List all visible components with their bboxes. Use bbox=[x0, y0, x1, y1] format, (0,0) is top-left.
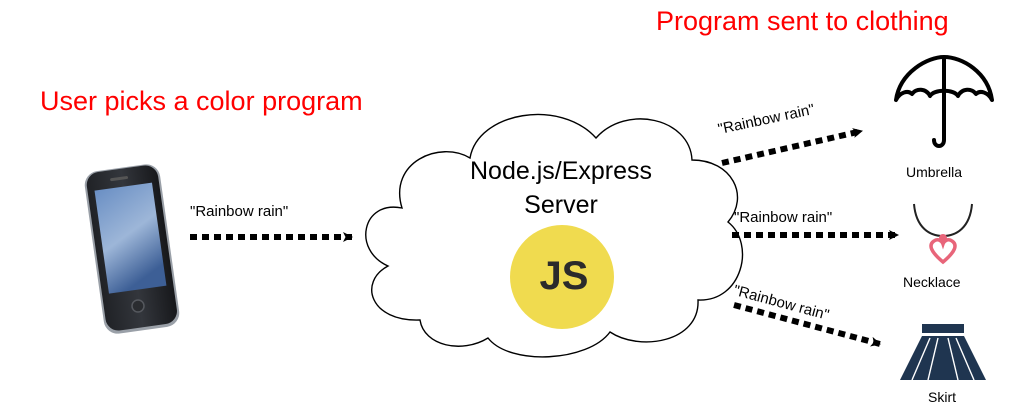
user-picks-heading: User picks a color program bbox=[40, 86, 363, 116]
server-title-line1: Node.js/Express bbox=[469, 157, 653, 185]
arrow-to-umbrella bbox=[721, 128, 863, 166]
arrow-to-skirt bbox=[733, 302, 881, 347]
message-phone-to-server: "Rainbow rain" bbox=[190, 203, 289, 220]
js-logo bbox=[510, 225, 614, 329]
server-title-line2: Server bbox=[524, 191, 598, 219]
program-sent-heading: Program sent to clothing bbox=[656, 6, 949, 36]
umbrella-icon bbox=[894, 55, 994, 148]
necklace-icon bbox=[913, 203, 973, 265]
phone-icon bbox=[84, 164, 180, 334]
umbrella-label: Umbrella bbox=[906, 164, 963, 180]
message-to-necklace: "Rainbow rain" bbox=[734, 209, 833, 226]
necklace-label: Necklace bbox=[903, 274, 961, 290]
skirt-icon bbox=[900, 324, 986, 381]
skirt-label: Skirt bbox=[928, 389, 956, 405]
js-logo-text: JS bbox=[539, 254, 589, 298]
